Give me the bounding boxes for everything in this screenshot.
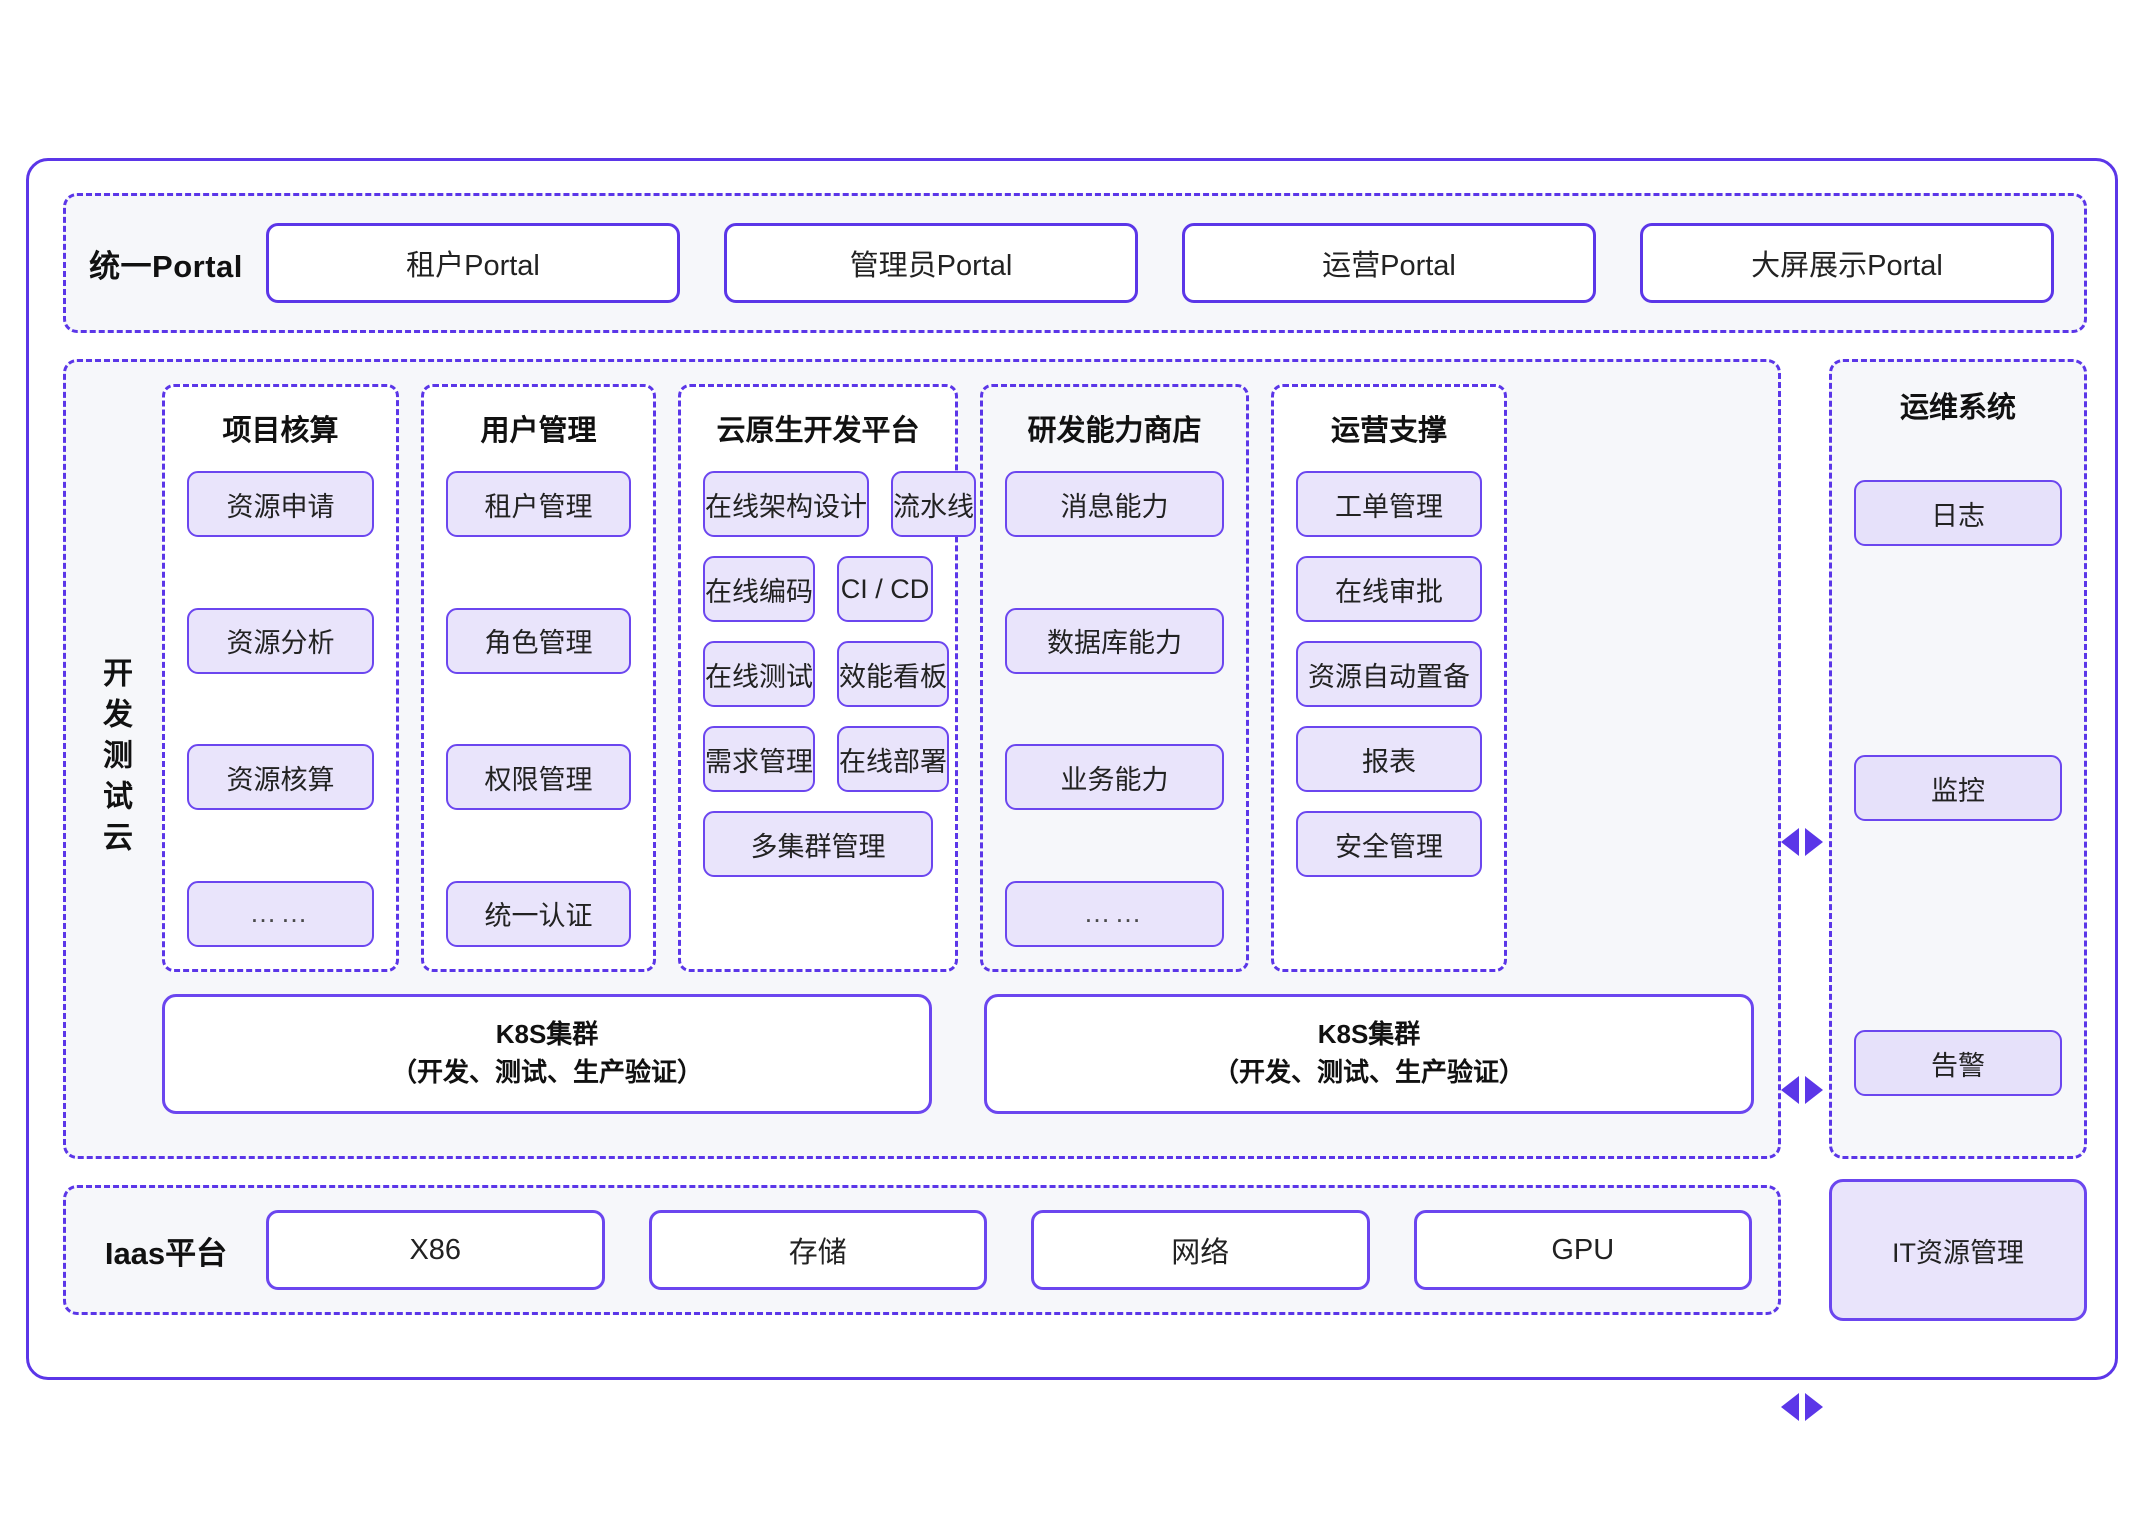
column-cloud-native-platform: 云原生开发平台 在线架构设计 流水线 在线编码 CI / CD 在线测试 效能看 xyxy=(678,384,976,972)
bidirectional-arrow-iaas xyxy=(1781,1393,1823,1421)
chip-business-capability[interactable]: 业务能力 xyxy=(1005,744,1224,811)
cloud-native-row-1: 在线架构设计 流水线 xyxy=(703,471,976,537)
arrow-right-icon xyxy=(1805,828,1823,856)
portal-section: 统一Portal 租户Portal 管理员Portal 运营Portal 大屏展… xyxy=(63,193,2087,333)
chip-resource-accounting[interactable]: 资源核算 xyxy=(187,744,374,811)
cloud-native-row-2: 在线编码 CI / CD xyxy=(703,556,933,622)
chip-role-management[interactable]: 角色管理 xyxy=(446,607,631,674)
chip-network[interactable]: 网络 xyxy=(1031,1210,1370,1290)
k8s-cluster-scope-1: （开发、测试、生产验证） xyxy=(390,1057,703,1087)
chip-message-capability[interactable]: 消息能力 xyxy=(1005,471,1224,537)
chip-ci-cd[interactable]: CI / CD xyxy=(837,556,933,622)
k8s-cluster-box-1[interactable]: K8S集群 （开发、测试、生产验证） xyxy=(162,994,932,1114)
arrow-left-icon xyxy=(1781,828,1799,856)
chip-efficiency-dashboard[interactable]: 效能看板 xyxy=(837,641,949,707)
chip-monitoring[interactable]: 监控 xyxy=(1854,755,2062,821)
dev-test-cloud-label-text: 开发测试云 xyxy=(98,656,131,862)
portal-chip-tenant[interactable]: 租户Portal xyxy=(266,223,680,303)
chip-online-approval[interactable]: 在线审批 xyxy=(1296,556,1482,622)
chip-database-capability[interactable]: 数据库能力 xyxy=(1005,607,1224,674)
chip-ticket-management[interactable]: 工单管理 xyxy=(1296,471,1482,537)
chip-security-management[interactable]: 安全管理 xyxy=(1296,811,1482,877)
bidirectional-arrow-ops-bottom xyxy=(1781,1076,1823,1104)
chip-multi-cluster-management[interactable]: 多集群管理 xyxy=(703,811,933,877)
cloud-native-row-4: 需求管理 在线部署 xyxy=(703,726,949,792)
iaas-section: Iaas平台 X86 存储 网络 GPU xyxy=(63,1185,1781,1315)
chip-resource-analysis[interactable]: 资源分析 xyxy=(187,607,374,674)
column-items-project-accounting: 资源申请 资源分析 资源核算 …… xyxy=(187,471,374,947)
portal-chip-operations[interactable]: 运营Portal xyxy=(1182,223,1596,303)
arrow-right-icon xyxy=(1805,1076,1823,1104)
capability-columns: 项目核算 资源申请 资源分析 资源核算 …… 用户管理 租户管理 角色管理 权限… xyxy=(162,384,1754,972)
portal-chip-bigscreen[interactable]: 大屏展示Portal xyxy=(1640,223,2054,303)
chip-resource-application[interactable]: 资源申请 xyxy=(187,471,374,537)
bidirectional-arrow-ops-top xyxy=(1781,828,1823,856)
column-items-user-management: 租户管理 角色管理 权限管理 统一认证 xyxy=(446,471,631,947)
column-user-management: 用户管理 租户管理 角色管理 权限管理 统一认证 xyxy=(421,384,656,972)
portal-chip-admin[interactable]: 管理员Portal xyxy=(724,223,1138,303)
iaas-section-label: Iaas平台 xyxy=(104,1235,228,1271)
column-title-user-management: 用户管理 xyxy=(480,415,597,447)
portal-section-label: 统一Portal xyxy=(89,248,243,284)
column-operations-support: 运营支撑 工单管理 在线审批 资源自动置备 报表 安全管理 xyxy=(1271,384,1507,972)
chip-requirement-management[interactable]: 需求管理 xyxy=(703,726,815,792)
column-items-cloud-native-platform: 在线架构设计 流水线 在线编码 CI / CD 在线测试 效能看板 需求管理 xyxy=(703,471,976,947)
k8s-cluster-scope-2: （开发、测试、生产验证） xyxy=(1212,1057,1525,1087)
chip-unified-authentication[interactable]: 统一认证 xyxy=(446,880,631,947)
chip-automatic-resource-provisioning[interactable]: 资源自动置备 xyxy=(1296,641,1482,707)
chip-pipeline[interactable]: 流水线 xyxy=(891,471,976,537)
chip-logs[interactable]: 日志 xyxy=(1854,480,2062,546)
column-items-operations-support: 工单管理 在线审批 资源自动置备 报表 安全管理 xyxy=(1296,471,1482,947)
k8s-cluster-row: K8S集群 （开发、测试、生产验证） K8S集群 （开发、测试、生产验证） xyxy=(162,994,1754,1114)
ops-system-items: 日志 监控 告警 xyxy=(1854,452,2062,1130)
portal-chip-list: 租户Portal 管理员Portal 运营Portal 大屏展示Portal xyxy=(266,223,2084,303)
column-rd-capability-store: 研发能力商店 消息能力 数据库能力 业务能力 …… xyxy=(980,384,1249,972)
chip-permission-management[interactable]: 权限管理 xyxy=(446,744,631,811)
cloud-native-row-3: 在线测试 效能看板 xyxy=(703,641,949,707)
column-project-accounting: 项目核算 资源申请 资源分析 资源核算 …… xyxy=(162,384,399,972)
chip-online-coding[interactable]: 在线编码 xyxy=(703,556,815,622)
column-title-rd-capability-store: 研发能力商店 xyxy=(1027,415,1202,447)
chip-online-deployment[interactable]: 在线部署 xyxy=(837,726,949,792)
iaas-chip-list: X86 存储 网络 GPU xyxy=(266,1210,1778,1290)
chip-reports[interactable]: 报表 xyxy=(1296,726,1482,792)
column-title-cloud-native-platform: 云原生开发平台 xyxy=(716,415,920,447)
ops-system-section: 运维系统 日志 监控 告警 xyxy=(1829,359,2087,1159)
arrow-right-icon xyxy=(1805,1393,1823,1421)
chip-x86[interactable]: X86 xyxy=(266,1210,605,1290)
chip-online-architecture-design[interactable]: 在线架构设计 xyxy=(703,471,869,537)
k8s-cluster-box-2[interactable]: K8S集群 （开发、测试、生产验证） xyxy=(984,994,1754,1114)
chip-it-resource-management[interactable]: IT资源管理 xyxy=(1829,1179,2087,1321)
arrow-left-icon xyxy=(1781,1076,1799,1104)
ops-system-title: 运维系统 xyxy=(1899,392,2016,424)
column-title-operations-support: 运营支撑 xyxy=(1330,415,1447,447)
chip-online-testing[interactable]: 在线测试 xyxy=(703,641,815,707)
chip-more-rd-capability-store[interactable]: …… xyxy=(1005,880,1224,947)
chip-storage[interactable]: 存储 xyxy=(648,1210,987,1290)
dev-test-cloud-label: 开发测试云 xyxy=(66,362,162,1156)
k8s-cluster-name-2: K8S集群 xyxy=(1317,1019,1421,1050)
arrow-left-icon xyxy=(1781,1393,1799,1421)
k8s-cluster-name-1: K8S集群 xyxy=(495,1019,599,1050)
chip-tenant-management[interactable]: 租户管理 xyxy=(446,471,631,537)
chip-more-project-accounting[interactable]: …… xyxy=(187,880,374,947)
dev-test-cloud-section: 开发测试云 项目核算 资源申请 资源分析 资源核算 …… 用户管理 xyxy=(63,359,1781,1159)
column-title-project-accounting: 项目核算 xyxy=(222,415,339,447)
dev-test-cloud-body: 项目核算 资源申请 资源分析 资源核算 …… 用户管理 租户管理 角色管理 权限… xyxy=(162,362,1778,1156)
chip-alarm[interactable]: 告警 xyxy=(1854,1030,2062,1096)
column-items-rd-capability-store: 消息能力 数据库能力 业务能力 …… xyxy=(1005,471,1224,947)
chip-gpu[interactable]: GPU xyxy=(1413,1210,1752,1290)
architecture-diagram-frame: 统一Portal 租户Portal 管理员Portal 运营Portal 大屏展… xyxy=(26,158,2118,1421)
